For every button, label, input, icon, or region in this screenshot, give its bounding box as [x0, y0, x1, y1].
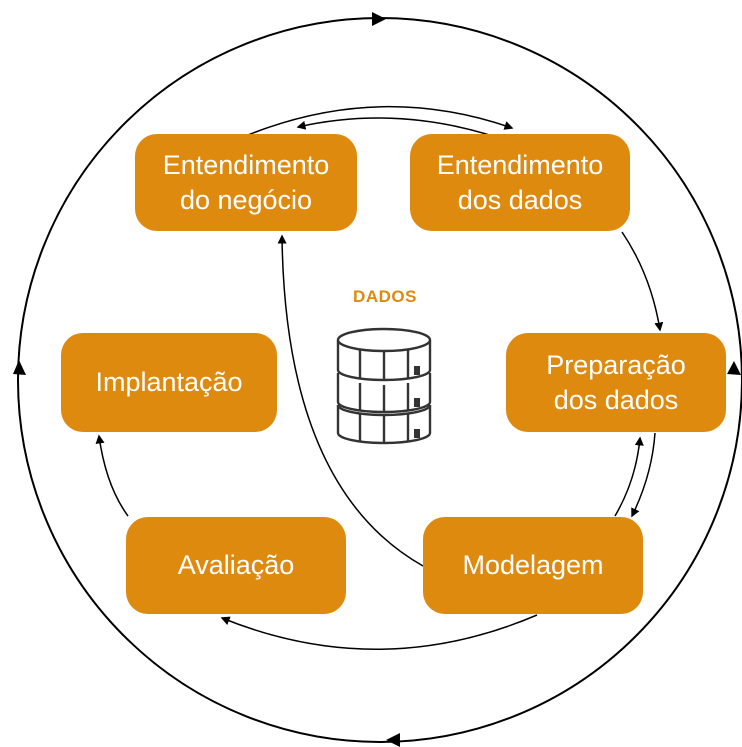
arrow-data-to-business	[296, 117, 506, 141]
arrow-data-to-preparation	[621, 231, 664, 332]
center-data-label: DADOS	[353, 287, 417, 306]
phase-data-understanding[interactable]: Entendimento dos dados	[410, 134, 630, 231]
arrow-preparation-to-modeling	[631, 432, 656, 518]
arrow-evaluation-to-deployment	[95, 434, 129, 517]
arrow-modeling-to-evaluation	[220, 614, 538, 650]
phase-modeling[interactable]: Modelagem	[423, 517, 643, 614]
outer-arrowhead-icon-left	[13, 360, 26, 375]
phase-deployment[interactable]: Implantação	[61, 333, 277, 432]
arrow-modeling-to-business	[277, 234, 424, 567]
arrow-business-to-data	[247, 105, 514, 136]
phase-data-preparation[interactable]: Preparação dos dados	[506, 333, 726, 432]
outer-arrowhead-icon-bottom	[386, 733, 400, 747]
phase-business-understanding[interactable]: Entendimento do negócio	[135, 134, 357, 231]
database-icon	[336, 327, 432, 445]
outer-arrowhead-icon-right	[727, 361, 741, 375]
phase-evaluation[interactable]: Avaliação	[126, 517, 346, 614]
outer-arrowhead-icon-top	[372, 12, 386, 26]
arrow-modeling-to-preparation	[614, 436, 644, 517]
